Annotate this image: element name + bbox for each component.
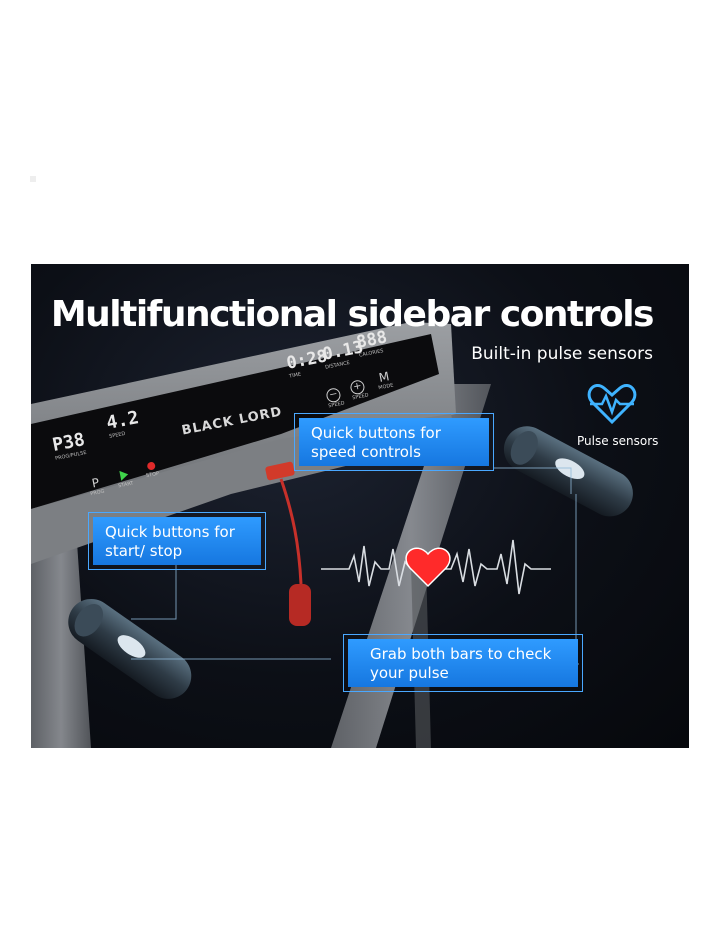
safety-clip — [289, 584, 311, 626]
heartbeat-heart — [405, 547, 451, 588]
headline-title: Multifunctional sidebar controls — [50, 294, 655, 335]
heartbeat-heart-icon — [587, 384, 637, 425]
callout-start-stop: Quick buttons for start/ stop — [88, 512, 266, 570]
speed-minus-button[interactable]: − SPEED — [325, 387, 345, 409]
headline-subtitle: Built-in pulse sensors — [471, 344, 653, 364]
play-icon — [119, 469, 129, 481]
callout-start-stop-text: Quick buttons for start/ stop — [93, 517, 261, 565]
heartbeat-line — [321, 539, 551, 595]
start-button[interactable]: START — [115, 469, 134, 489]
left-handle — [68, 598, 192, 699]
callout-speed-text: Quick buttons for speed controls — [299, 418, 489, 466]
callout-speed: Quick buttons for speed controls — [294, 413, 494, 471]
white-speckle — [30, 176, 36, 182]
safety-key — [265, 461, 295, 481]
right-handle — [503, 426, 633, 517]
product-photo: BLACK LORD P38 PROG/PULSE 4.2 SPEED 0:28… — [31, 264, 689, 748]
pulse-sensors-label: Pulse sensors — [577, 434, 659, 448]
callout-pulse-text: Grab both bars to check your pulse — [348, 639, 578, 687]
console-panel — [31, 334, 439, 509]
stop-button[interactable]: STOP — [144, 461, 160, 479]
safety-cord — [279, 478, 303, 585]
stop-icon — [146, 461, 156, 471]
speed-plus-button[interactable]: + SPEED — [349, 379, 369, 401]
callout-pulse: Grab both bars to check your pulse — [343, 634, 583, 692]
